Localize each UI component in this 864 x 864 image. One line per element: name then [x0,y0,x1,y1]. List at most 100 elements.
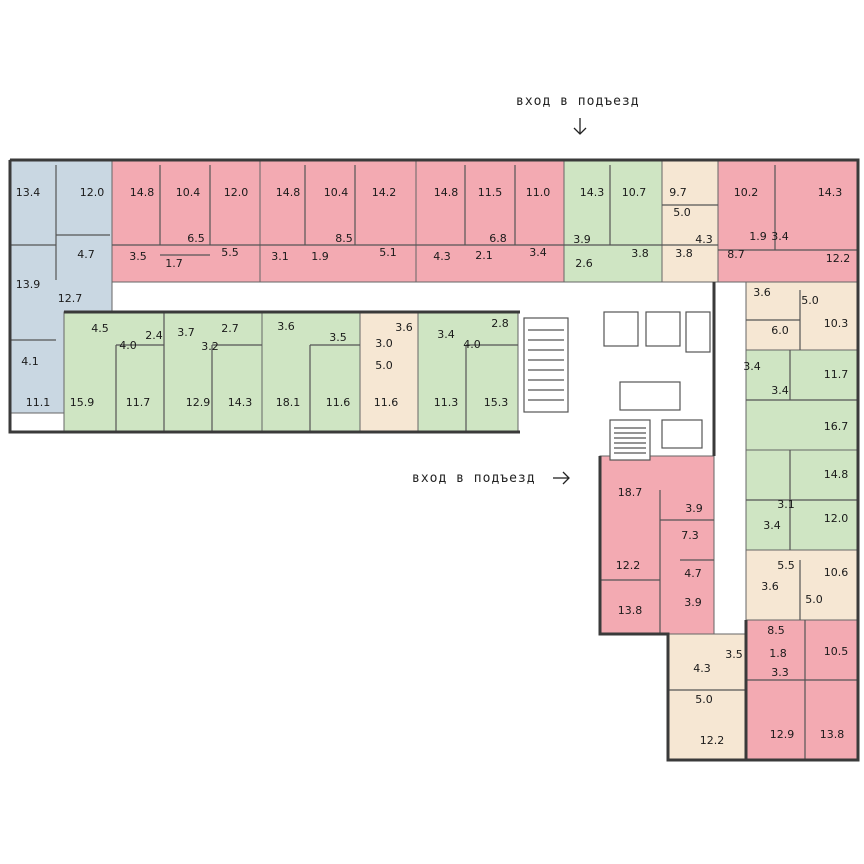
core-element [603,311,639,347]
apartment-a16[interactable] [745,549,859,621]
apartment-a4[interactable] [415,159,565,283]
room-area-label: 1.9 [749,230,767,243]
room-area-label: 13.4 [16,186,41,199]
room-area-label: 3.4 [437,328,455,341]
room-area-label: 3.0 [375,337,393,350]
room-area-label: 2.7 [221,322,239,335]
room-area-label: 3.3 [771,666,789,679]
room-area-label: 10.4 [176,186,201,199]
room-area-label: 2.8 [491,317,509,330]
apartment-a2[interactable] [111,159,261,283]
apartment-a8[interactable] [63,311,165,433]
room-area-label: 14.8 [276,186,301,199]
room-area-label: 4.1 [21,355,39,368]
room-area-label: 4.7 [684,567,702,580]
room-area-label: 14.2 [372,186,397,199]
room-area-label: 8.7 [727,248,745,261]
room-area-label: 6.5 [187,232,205,245]
room-area-label: 14.8 [434,186,459,199]
room-area-label: 13.8 [618,604,643,617]
room-area-label: 2.4 [145,329,163,342]
room-area-label: 3.9 [573,233,591,246]
room-area-label: 2.1 [475,249,493,262]
room-area-label: 12.2 [700,734,725,747]
room-area-label: 16.7 [824,420,849,433]
apartment-a6[interactable] [661,159,719,283]
room-area-label: 10.6 [824,566,849,579]
room-area-label: 1.7 [165,257,183,270]
apartment-a11[interactable] [359,311,419,433]
room-area-label: 3.8 [675,247,693,260]
room-area-label: 12.0 [80,186,105,199]
arrow-right-icon [553,471,570,485]
room-area-label: 3.6 [761,580,779,593]
room-area-label: 3.4 [771,384,789,397]
room-area-label: 3.5 [129,250,147,263]
apartment-a17[interactable] [745,619,859,761]
exterior-wall [8,160,520,434]
room-area-label: 3.6 [753,286,771,299]
apartment-a7[interactable] [717,159,859,283]
core-element [523,317,569,413]
room-area-label: 11.5 [478,186,503,199]
room-area-label: 5.5 [221,246,239,259]
room-area-label: 10.3 [824,317,849,330]
room-area-label: 3.8 [631,247,649,260]
room-area-label: 5.0 [805,593,823,606]
room-area-label: 3.5 [725,648,743,661]
room-area-label: 5.5 [777,559,795,572]
room-area-label: 5.1 [379,246,397,259]
apartment-a10[interactable] [261,311,361,433]
core-element [609,419,651,461]
room-area-label: 3.6 [395,321,413,334]
room-area-label: 3.4 [529,246,547,259]
room-area-label: 18.1 [276,396,301,409]
room-area-label: 12.0 [824,512,849,525]
apartment-a19[interactable] [667,633,747,761]
room-area-label: 8.5 [767,624,785,637]
room-area-label: 3.5 [329,331,347,344]
room-area-label: 1.8 [769,647,787,660]
room-area-label: 10.5 [824,645,849,658]
apartment-a3[interactable] [259,159,417,283]
room-area-label: 15.3 [484,396,509,409]
entrance-label-top: вход в подъезд [516,94,640,109]
core-element [685,311,711,353]
room-area-label: 4.3 [695,233,713,246]
room-area-label: 3.2 [201,340,219,353]
room-area-label: 12.2 [616,559,641,572]
room-area-label: 13.9 [16,278,41,291]
arrow-down-icon [573,118,587,135]
room-area-label: 3.6 [277,320,295,333]
room-area-label: 14.3 [228,396,253,409]
room-area-label: 12.7 [58,292,83,305]
room-area-label: 10.4 [324,186,349,199]
exterior-wall [10,158,860,762]
room-area-label: 6.0 [771,324,789,337]
room-area-label: 4.0 [463,338,481,351]
room-area-label: 6.8 [489,232,507,245]
core-element [619,381,681,411]
room-area-label: 1.9 [311,250,329,263]
room-area-label: 13.8 [820,728,845,741]
room-area-label: 4.3 [433,250,451,263]
room-area-label: 15.9 [70,396,95,409]
room-area-label: 3.4 [763,519,781,532]
room-area-label: 11.6 [374,396,399,409]
room-area-label: 8.5 [335,232,353,245]
exterior-wall [598,456,746,762]
room-area-label: 3.1 [777,498,795,511]
room-area-label: 4.7 [77,248,95,261]
room-area-label: 3.4 [743,360,761,373]
room-area-label: 3.7 [177,326,195,339]
room-area-label: 12.2 [826,252,851,265]
room-area-label: 4.5 [91,322,109,335]
room-area-label: 7.3 [681,529,699,542]
room-area-label: 3.1 [271,250,289,263]
room-area-label: 11.3 [434,396,459,409]
room-area-label: 18.7 [618,486,643,499]
apartment-a18[interactable] [599,455,715,635]
room-area-label: 2.6 [575,257,593,270]
room-area-label: 11.0 [526,186,551,199]
apartment-a12[interactable] [417,311,519,433]
